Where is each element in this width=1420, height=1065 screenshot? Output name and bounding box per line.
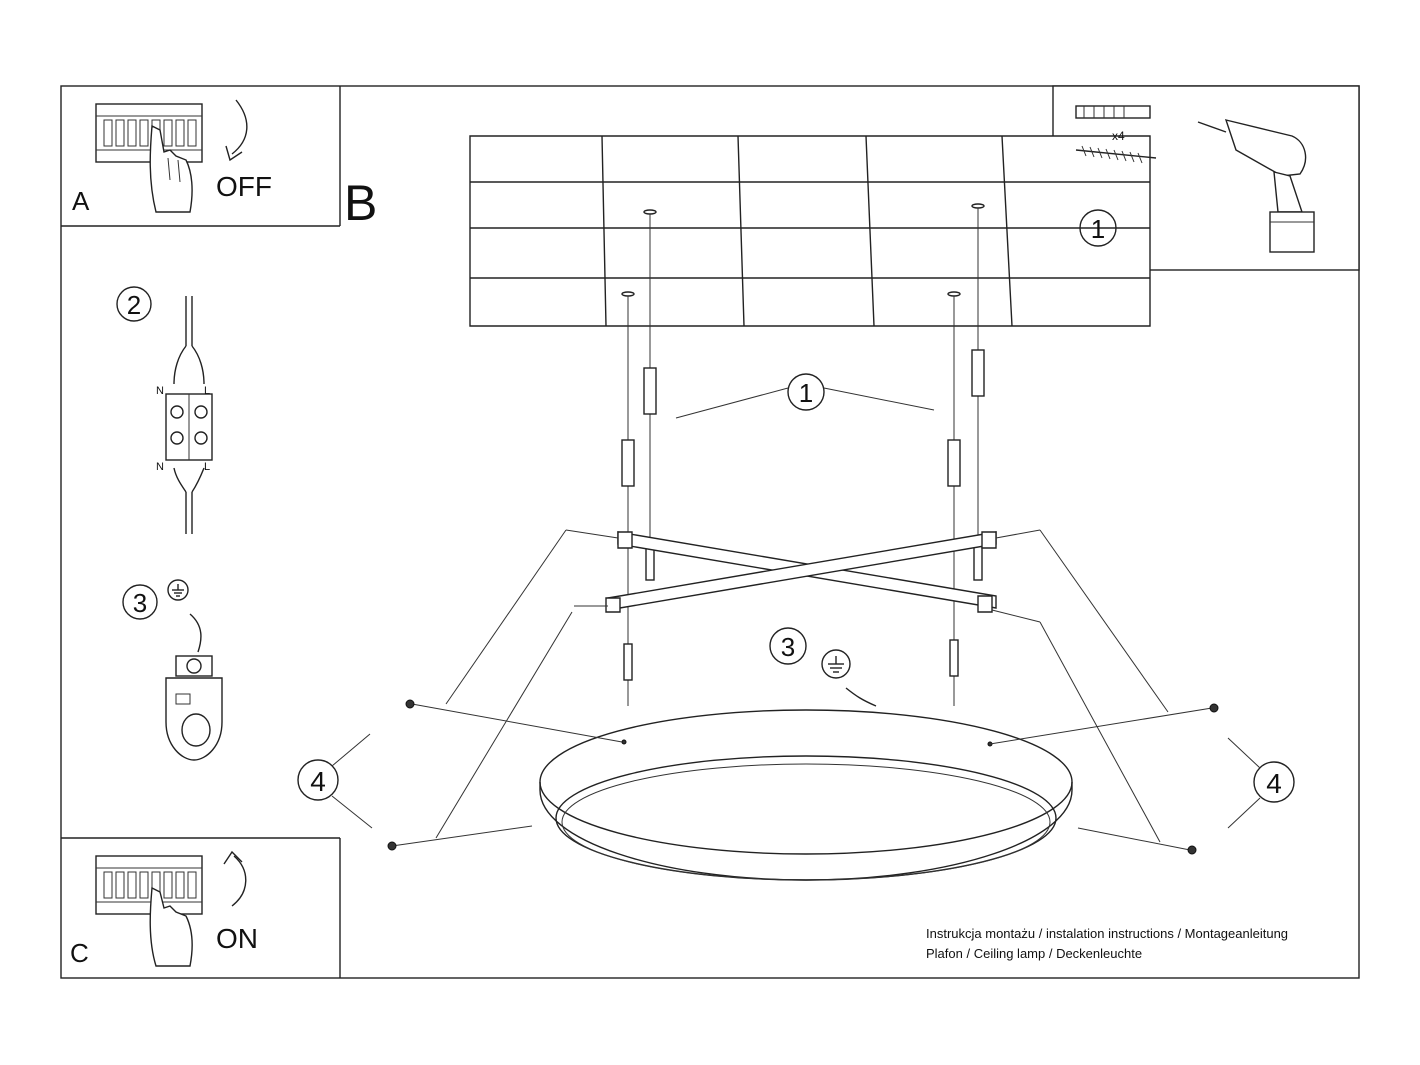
- panel-b-letter: B: [344, 175, 377, 231]
- terminal-n-bottom: N: [156, 461, 164, 473]
- step-2-marker: [116, 286, 152, 322]
- breaker-on-illustration: [95, 850, 247, 967]
- panel-c-letter: C: [70, 938, 89, 968]
- footer-product-line: Plafon / Ceiling lamp / Deckenleuchte: [926, 946, 1142, 961]
- step-4-number-left: 4: [310, 766, 326, 797]
- step-4-leader-left: [331, 733, 373, 829]
- step-1-number-callout: 1: [799, 378, 813, 408]
- step-4-leader-right: [1227, 737, 1261, 829]
- step-1-marker-callout: [787, 373, 825, 411]
- screw-icon: [1075, 145, 1157, 164]
- ceiling-lamp-body: [539, 709, 1073, 881]
- cross-mounting-bracket: [605, 531, 997, 613]
- step-1-marker-kit: [1079, 209, 1117, 247]
- step-3-number-left: 3: [133, 588, 147, 618]
- step-3-number-lamp: 3: [781, 632, 795, 662]
- wall-plug-icon: [1075, 105, 1151, 119]
- breaker-off-illustration: [95, 99, 248, 213]
- step-1-leader-lines: [675, 387, 935, 419]
- terminal-l-bottom: L: [204, 461, 210, 473]
- step-3-marker-left: [122, 584, 158, 620]
- ground-symbol-icon: [167, 579, 189, 601]
- step-3-marker-lamp: [769, 627, 807, 665]
- footer-title-line: Instrukcja montażu / instalation instruc…: [926, 926, 1288, 941]
- drill-icon: [1197, 119, 1315, 253]
- step-2-number: 2: [127, 290, 141, 320]
- step-4-marker-left: [297, 759, 339, 801]
- off-label: OFF: [216, 171, 272, 202]
- terminal-block-illustration: [165, 296, 213, 534]
- kit-quantity: x4: [1112, 129, 1125, 143]
- wall-plugs-and-screws: [621, 208, 985, 706]
- lamp-ground-symbol-icon: [821, 649, 877, 707]
- step-4-number-right: 4: [1266, 768, 1282, 799]
- step-4-marker-right: [1253, 761, 1295, 803]
- panel-a-letter: A: [72, 186, 90, 216]
- terminal-n-top: N: [156, 385, 164, 397]
- ceiling-tiles-illustration: [469, 135, 1151, 327]
- fixing-screws-leaders: [387, 529, 1219, 855]
- terminal-l-top: L: [204, 385, 210, 397]
- ground-clamp-illustration: [165, 613, 223, 761]
- step-1-number-kit: 1: [1091, 214, 1105, 244]
- on-label: ON: [216, 923, 258, 954]
- outer-frame: [60, 85, 1360, 979]
